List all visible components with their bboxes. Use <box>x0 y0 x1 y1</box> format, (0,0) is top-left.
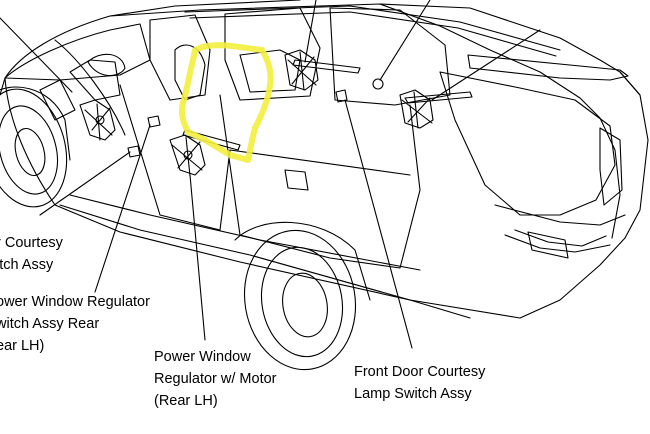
leader-pw-regulator <box>189 174 206 341</box>
interior-seat <box>39 59 121 121</box>
callout-line: Power Window <box>154 349 251 365</box>
rear-rh-regulator <box>399 89 473 129</box>
leader-top-3 <box>431 29 541 101</box>
switch-part <box>372 78 384 90</box>
steering-wheel <box>87 53 126 77</box>
yellow-highlight <box>178 42 274 163</box>
rear-window <box>439 71 616 216</box>
switch-part <box>147 115 161 128</box>
leader-rear-courtesy <box>0 17 131 216</box>
windshield <box>4 23 151 81</box>
front-door <box>119 84 231 231</box>
fuel-door <box>284 169 309 191</box>
callout-line: Front Door Courtesy <box>354 364 486 380</box>
leader-top-1 <box>304 0 317 63</box>
rear-wheel <box>243 229 357 371</box>
rear-side-window <box>329 7 451 106</box>
callout-line: ear LH) <box>0 338 45 354</box>
callout-power-window-regulator: Power Window Regulator w/ Motor (Rear LH… <box>154 346 277 412</box>
sliding-regulator <box>284 49 361 91</box>
callout-line: Lamp Switch Assy <box>354 386 472 402</box>
license-plate <box>527 231 569 259</box>
sliding-door <box>219 94 421 269</box>
middle-window <box>224 7 321 101</box>
callout-rear-courtesy-switch: r Courtesy itch Assy <box>0 232 63 276</box>
rear-spoiler <box>467 54 629 81</box>
callout-power-window-switch: ower Window Regulator witch Assy Rear ea… <box>0 291 150 357</box>
callout-line: (Rear LH) <box>154 393 218 409</box>
front-wheel <box>0 88 68 208</box>
callout-front-door-courtesy: Front Door Courtesy Lamp Switch Assy <box>354 361 485 405</box>
front-lh-regulator <box>79 99 116 141</box>
callout-line: ower Window Regulator <box>0 294 150 310</box>
leader-pw-switch <box>94 124 151 293</box>
leader-front-courtesy <box>344 99 413 349</box>
callout-line: Regulator w/ Motor <box>154 371 277 387</box>
leader-top-2 <box>379 0 431 81</box>
switch-part <box>335 89 348 103</box>
rear-hatch <box>494 204 626 253</box>
tail-light <box>599 127 623 206</box>
callout-line: itch Assy <box>0 257 54 273</box>
rear-lh-regulator <box>169 129 241 177</box>
callout-line: witch Assy Rear <box>0 316 100 332</box>
callout-line: r Courtesy <box>0 235 63 251</box>
side-sill <box>59 204 471 319</box>
